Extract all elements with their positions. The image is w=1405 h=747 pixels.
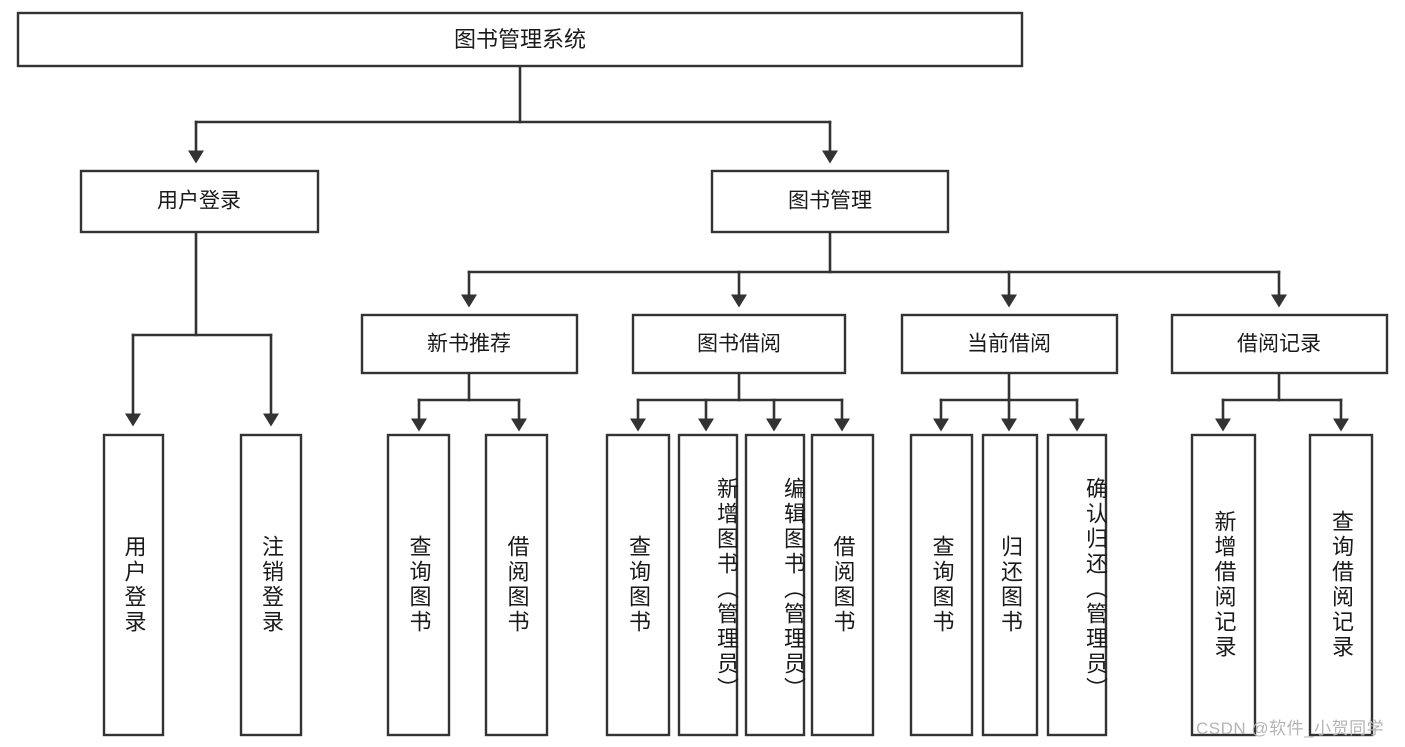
- label-level1-user-login: 用户登录: [157, 190, 241, 213]
- connector-bookmgmt-to-level2: [461, 230, 1287, 308]
- node-leaf-query-book-2[interactable]: [605, 433, 671, 737]
- node-leaf-query-book-1[interactable]: [386, 433, 451, 737]
- node-leaf-query-borrow-record[interactable]: [1308, 433, 1374, 737]
- connector-borrowrecord-to-leaves: [1215, 371, 1349, 432]
- connector-userlogin-to-children: [125, 230, 279, 427]
- label-level2-new-book-recommend: 新书推荐: [427, 333, 511, 356]
- node-level1-user-login[interactable]: [79, 169, 320, 234]
- label-level2-borrow-record: 借阅记录: [1237, 333, 1321, 356]
- connector-newbook-to-leaves: [411, 371, 527, 432]
- label-level1-book-management: 图书管理: [788, 190, 872, 213]
- node-level2-borrow-record[interactable]: [1170, 313, 1389, 375]
- node-leaf-borrow-book-1[interactable]: [484, 433, 549, 737]
- node-leaf-logout[interactable]: [239, 433, 303, 737]
- connector-currentborrow-to-leaves: [933, 371, 1085, 432]
- node-leaf-add-borrow-record[interactable]: [1190, 433, 1257, 737]
- node-leaf-edit-book-admin[interactable]: [744, 433, 806, 737]
- connector-bookborrow-to-leaves: [630, 371, 850, 432]
- node-level1-book-management[interactable]: [710, 169, 950, 234]
- node-level2-new-book-recommend[interactable]: [360, 313, 579, 375]
- node-level2-book-borrow[interactable]: [631, 313, 847, 375]
- node-leaf-add-book-admin[interactable]: [677, 433, 739, 737]
- node-leaf-borrow-book-2[interactable]: [810, 433, 875, 737]
- csdn-watermark: CSDN @软件_小贺同学: [1196, 719, 1385, 738]
- label-level2-book-borrow: 图书借阅: [697, 333, 781, 356]
- node-leaf-query-book-3[interactable]: [909, 433, 974, 737]
- connector-root-to-level1: [188, 64, 838, 164]
- node-leaf-confirm-return-admin[interactable]: [1046, 433, 1108, 737]
- label-level2-current-borrow: 当前借阅: [967, 333, 1051, 356]
- label-root: 图书管理系统: [454, 27, 586, 52]
- node-leaf-user-login[interactable]: [102, 433, 165, 737]
- node-leaf-return-book[interactable]: [981, 433, 1039, 737]
- node-root-book-management-system[interactable]: [16, 11, 1024, 68]
- node-level2-current-borrow[interactable]: [900, 313, 1119, 375]
